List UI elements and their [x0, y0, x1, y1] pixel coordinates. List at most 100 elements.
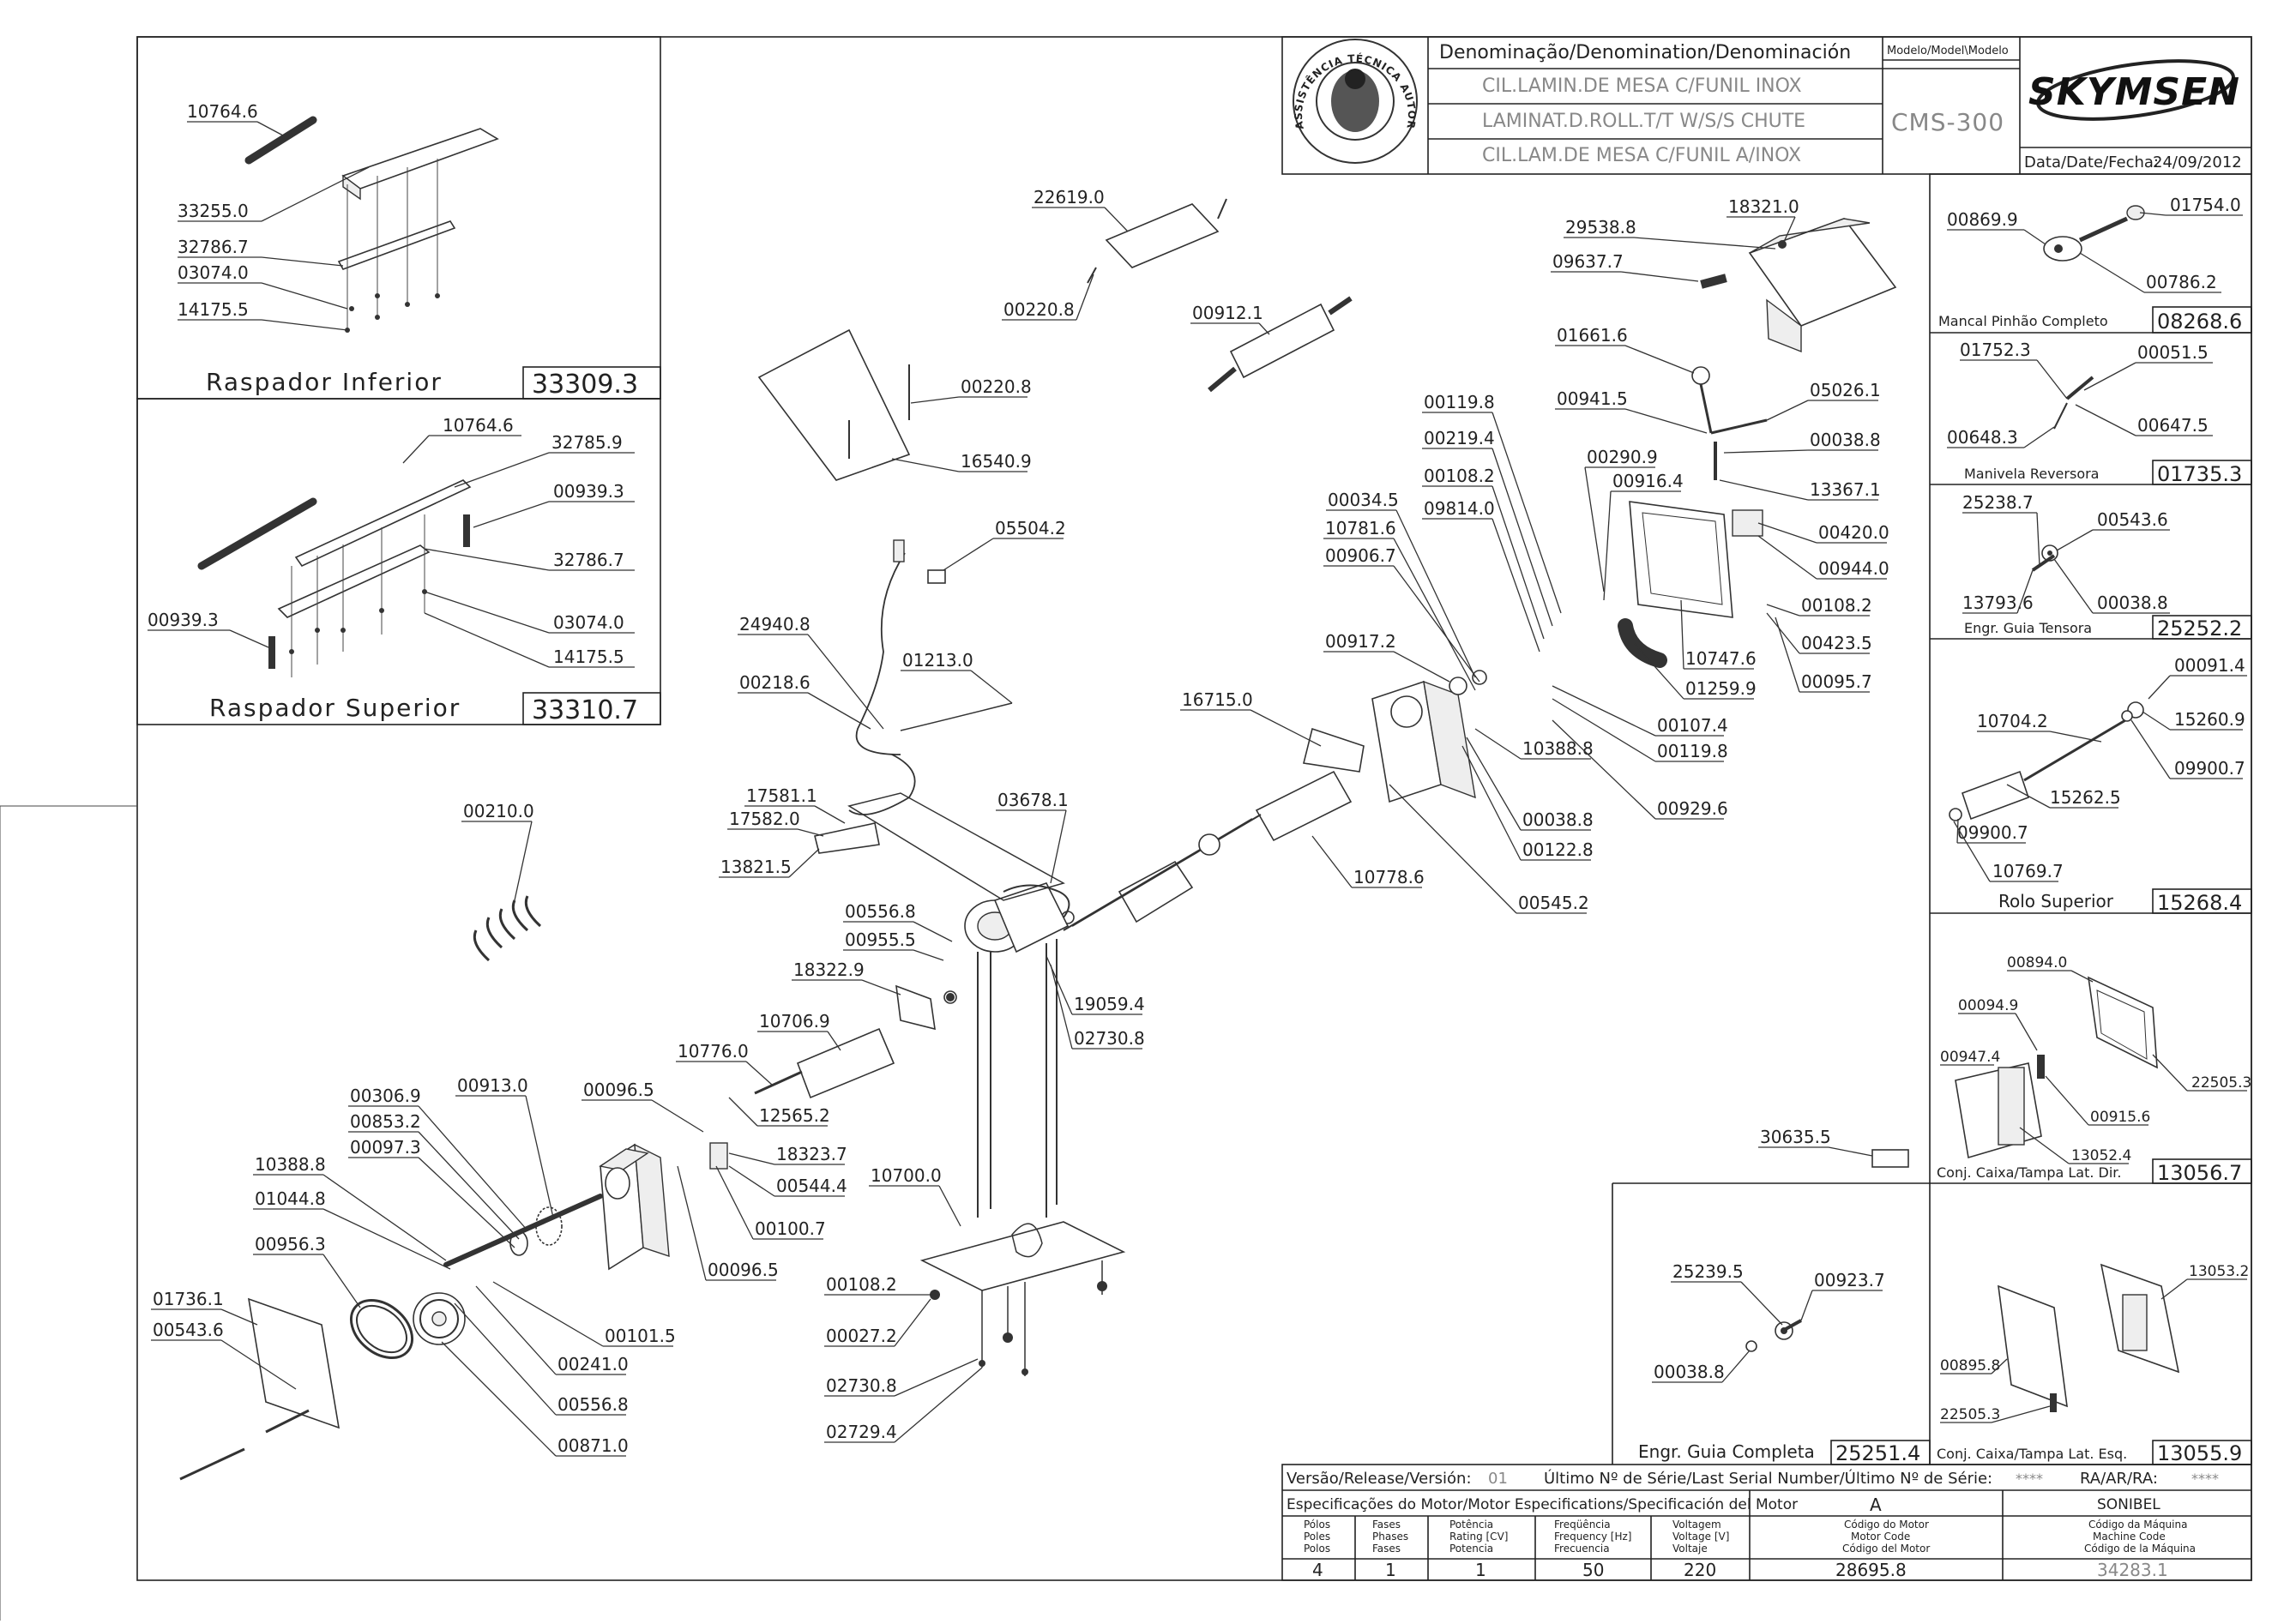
label: 01213.0 [902, 650, 973, 671]
label: 01661.6 [1557, 325, 1628, 346]
svg-text:Código del Motor: Código del Motor [1842, 1543, 1930, 1555]
label: 14175.5 [178, 299, 249, 320]
label: 00094.9 [1958, 997, 2018, 1014]
label: 00038.8 [1654, 1362, 1725, 1382]
serial-value: **** [2016, 1471, 2043, 1487]
label: 00545.2 [1518, 893, 1589, 913]
spec-col-motor-code: Código do Motor Motor Code Código del Mo… [1835, 1519, 1930, 1580]
engr-guia-completa-box: 25239.5 00923.7 00038.8 Engr. Guia Compl… [1638, 1261, 1931, 1465]
subassembly-title: Conj. Caixa/Tampa Lat. Esq. [1937, 1446, 2127, 1462]
label: 13793.6 [1962, 592, 2034, 613]
label: 22619.0 [1034, 187, 1105, 208]
label: 00894.0 [2007, 954, 2067, 971]
caixa-tampa-dir-box: 00894.0 00094.9 00947.4 22505.3 00915.6 … [1937, 954, 2252, 1185]
label: 14175.5 [553, 647, 624, 667]
label: 00119.8 [1424, 392, 1495, 412]
label: 10704.2 [1977, 711, 2048, 731]
label: 03678.1 [997, 790, 1069, 810]
label: 00096.5 [708, 1260, 779, 1280]
label: 00869.9 [1947, 209, 2018, 230]
label: 00853.2 [350, 1111, 421, 1132]
label: 00220.8 [961, 376, 1032, 397]
subassembly-title: Engr. Guia Completa [1638, 1441, 1815, 1462]
label: 00122.8 [1522, 839, 1594, 860]
label: 12565.2 [759, 1105, 830, 1126]
label: 00556.8 [557, 1394, 629, 1415]
label: 00420.0 [1818, 522, 1889, 543]
label: 15260.9 [2174, 709, 2245, 730]
label: 10781.6 [1325, 518, 1396, 538]
label: 00034.5 [1328, 490, 1399, 510]
svg-text:Phases: Phases [1372, 1531, 1408, 1543]
label: 00108.2 [1424, 466, 1495, 486]
label: 00939.3 [148, 610, 219, 630]
spec-value: 1 [1475, 1560, 1486, 1580]
denomination-heading: Denominação/Denomination/Denominación [1439, 42, 1851, 63]
skymsen-logo: SKYMSEN [2028, 59, 2239, 121]
subassembly-code: 25252.2 [2157, 617, 2242, 641]
motor-brand: SONIBEL [2097, 1496, 2160, 1513]
spec-value: 220 [1684, 1560, 1716, 1580]
label: 00220.8 [1003, 299, 1075, 320]
svg-text:Fases: Fases [1372, 1519, 1401, 1531]
subassembly-code: 25251.4 [1835, 1441, 1920, 1465]
spec-col-rating: Potência Rating [CV] Potencia 1 [1449, 1519, 1508, 1580]
label: 02730.8 [826, 1375, 897, 1396]
label: 00423.5 [1801, 633, 1872, 653]
subassembly-title: Raspador Inferior [206, 368, 443, 396]
svg-text:Fases: Fases [1372, 1543, 1401, 1555]
label: 00101.5 [605, 1326, 676, 1346]
label: 18323.7 [776, 1144, 847, 1164]
label: 00219.4 [1424, 428, 1495, 448]
svg-text:Código da Máquina: Código da Máquina [2088, 1519, 2187, 1531]
label: 00097.3 [350, 1137, 421, 1158]
label: 32786.7 [178, 237, 249, 257]
spec-col-frequency: Freqüência Frequency [Hz] Frecuencia 50 [1554, 1519, 1632, 1580]
main-part-labels: 22619.0 00220.8 00220.8 16540.9 00912.1 … [151, 187, 1889, 1457]
label: 00786.2 [2146, 272, 2217, 292]
caixa-tampa-esq-box: 13053.2 00895.8 22505.3 Conj. Caixa/Tamp… [1937, 1263, 2252, 1465]
label: 10769.7 [1992, 861, 2064, 881]
label: 00544.4 [776, 1176, 847, 1196]
label: 22505.3 [1940, 1406, 2000, 1423]
label: 01752.3 [1960, 340, 2031, 360]
label: 10706.9 [759, 1011, 830, 1032]
label: 00095.7 [1801, 671, 1872, 692]
manivela-reversora-box: 01752.3 00051.5 00648.3 00647.5 Manivela… [1947, 340, 2252, 486]
label: 00091.4 [2174, 655, 2245, 676]
label: 13053.2 [2189, 1263, 2249, 1280]
label: 10747.6 [1685, 648, 1757, 669]
label: 00556.8 [845, 901, 916, 922]
label: 00944.0 [1818, 558, 1889, 579]
label: 00915.6 [2090, 1109, 2150, 1126]
label: 01754.0 [2170, 195, 2241, 215]
label: 16715.0 [1182, 689, 1253, 710]
label: 00218.6 [739, 672, 811, 693]
serial-label: Último Nº de Série/Last Serial Number/Úl… [1544, 1469, 1992, 1488]
subassembly-code: 33309.3 [532, 370, 638, 400]
label: 09637.7 [1552, 251, 1624, 272]
label: 00871.0 [557, 1435, 629, 1456]
label: 00100.7 [755, 1218, 826, 1239]
label: 09900.7 [2174, 758, 2245, 779]
label: 00108.2 [1801, 595, 1872, 616]
label: 13821.5 [720, 857, 792, 877]
label: 19059.4 [1074, 994, 1145, 1014]
label: 13052.4 [2071, 1147, 2131, 1164]
subassembly-title: Manivela Reversora [1964, 466, 2099, 482]
svg-text:Poles: Poles [1304, 1531, 1330, 1543]
svg-text:Potencia: Potencia [1449, 1543, 1493, 1555]
label: 00107.4 [1657, 715, 1728, 736]
label: 00647.5 [2137, 415, 2209, 436]
svg-text:Código de la Máquina: Código de la Máquina [2084, 1543, 2196, 1555]
label: 00929.6 [1657, 798, 1728, 819]
date-value: 24/09/2012 [2153, 153, 2242, 171]
motor-spec-table: Versão/Release/Versión: 01 Último Nº de … [1281, 1464, 2252, 1581]
label: 00923.7 [1814, 1270, 1885, 1290]
svg-text:Voltage [V]: Voltage [V] [1672, 1531, 1729, 1543]
spec-col-machine-code: Código da Máquina Machine Code Código de… [2084, 1519, 2196, 1580]
label: 05026.1 [1810, 380, 1881, 400]
label: 00916.4 [1612, 471, 1684, 491]
main-exploded-view [179, 198, 1909, 1481]
subassembly-title: Raspador Superior [209, 694, 461, 722]
